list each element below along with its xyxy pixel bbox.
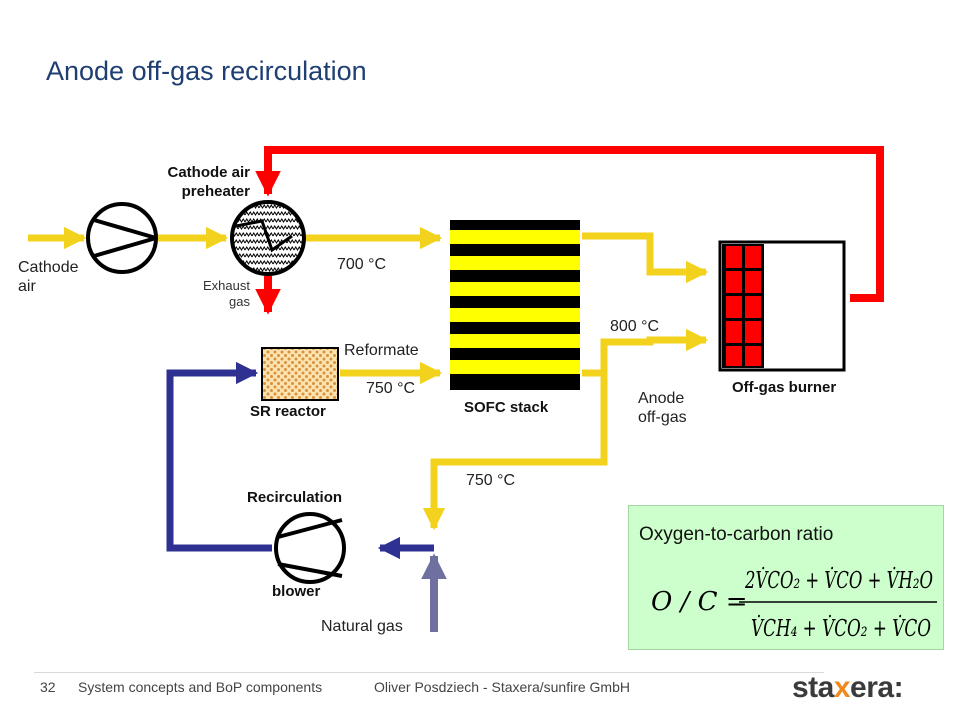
anode-offgas-label: Anode off-gas (638, 389, 687, 427)
preheater-label: Cathode air preheater (130, 164, 250, 202)
off-gas-burner (718, 240, 846, 372)
oc-ratio-title: Oxygen-to-carbon ratio (639, 524, 834, 545)
natural-gas-label: Natural gas (321, 618, 403, 635)
formula-numerator: 2V̇CO₂ + V̇CO + V̇H₂O (744, 568, 933, 594)
logo-accent: x (833, 671, 851, 704)
footer-divider (34, 672, 824, 673)
off-gas-burner-label: Off-gas burner (732, 379, 837, 396)
formula-lhs: O / C = (651, 587, 748, 617)
cathode-air-label: Cathode air (18, 258, 79, 296)
exhaust-gas-label: Exhaust gas (180, 278, 250, 309)
recirculation-stream (166, 361, 434, 560)
exhaust-stream (255, 146, 884, 315)
footer-author: Oliver Posdziech - Staxera/sunfire GmbH (374, 679, 630, 695)
sofc-stack (450, 220, 580, 390)
sr-reactor-label: SR reactor (250, 403, 326, 420)
oc-ratio-formula: O / C = 2V̇CO₂ + V̇CO + V̇H₂O V̇CH₄ + V̇… (651, 568, 937, 642)
oc-ratio-box: Oxygen-to-carbon ratio O / C = 2V̇CO₂ + … (628, 505, 944, 650)
formula-denominator: V̇CH₄ + V̇CO₂ + V̇CO (751, 616, 931, 642)
staxera-logo: staxera: (792, 671, 904, 705)
sofc-stack-label: SOFC stack (464, 399, 549, 416)
anode-offgas-label-line2: off-gas (638, 409, 687, 427)
page-number: 32 (40, 679, 56, 695)
cathode-air-preheater (230, 200, 306, 276)
cathode-air-label-line1: Cathode (18, 259, 79, 276)
exhaust-gas-label-line2: gas (229, 293, 250, 309)
logo-prefix: sta (792, 671, 834, 704)
recirculation-label: Recirculation (247, 489, 343, 506)
temp-750-reformate-label: 750 °C (366, 380, 416, 397)
exhaust-gas-label-line1: Exhaust (203, 278, 250, 293)
footer-section: System concepts and BoP components (78, 679, 323, 695)
stack-outlet-streams (422, 232, 709, 531)
temp-800-label: 800 °C (610, 318, 660, 335)
preheater-label-line1: Cathode air (167, 164, 250, 181)
recirculation-blower (274, 512, 346, 584)
anode-offgas-label-line1: Anode (638, 390, 685, 407)
reformate-label: Reformate (344, 342, 419, 359)
temp-700-label: 700 °C (337, 256, 387, 273)
sr-reactor (261, 347, 339, 401)
temp-750-recirc-label: 750 °C (466, 472, 516, 489)
cathode-air-label-line2: air (18, 278, 36, 296)
blower-label: blower (272, 583, 321, 600)
page-title: Anode off-gas recirculation (46, 56, 367, 86)
preheater-label-line2: preheater (181, 182, 250, 200)
cathode-air-blower (86, 202, 158, 274)
logo-suffix: era: (850, 671, 904, 704)
